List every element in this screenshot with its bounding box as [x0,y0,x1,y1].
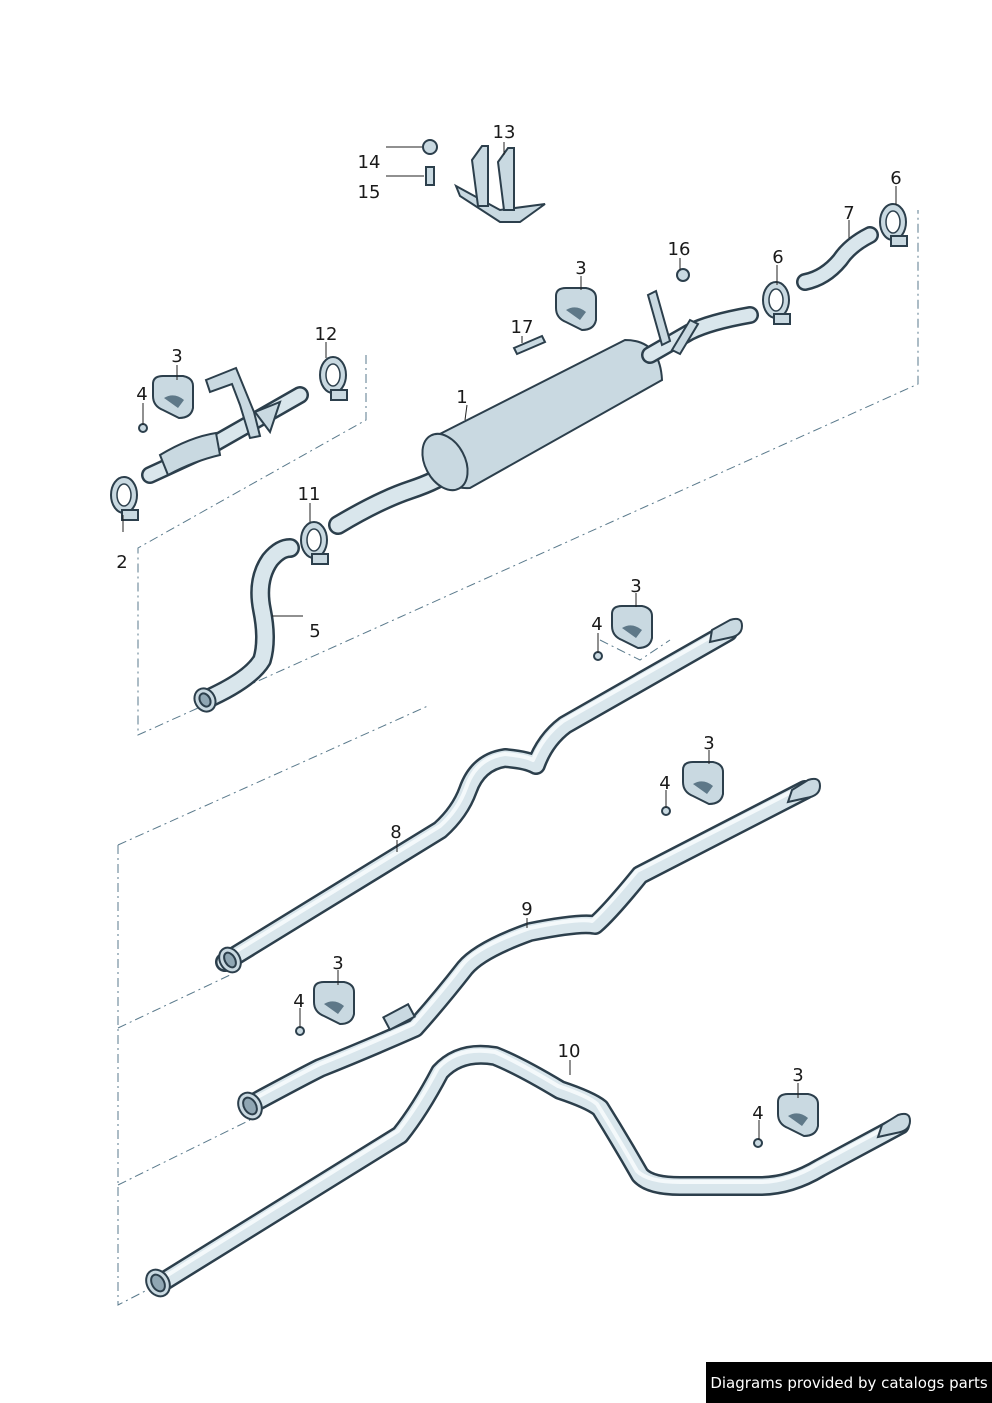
front-pipe-2 [141,366,309,484]
callout-4: 4 [659,773,670,794]
pipe-10 [145,1044,912,1298]
callout-3: 3 [703,733,714,754]
callout-16: 16 [668,239,691,260]
callout-12: 12 [315,324,338,345]
clamp-11 [300,521,329,565]
leader-lines [122,142,897,1140]
callout-4: 4 [136,384,147,405]
pipe-9 [237,777,822,1121]
hanger-3b [555,287,597,332]
callout-3: 3 [630,576,641,597]
pipe-5 [193,538,300,713]
clamps [110,203,908,565]
hanger-3e [295,981,355,1036]
muffler-1 [328,289,759,535]
clamp-6a [762,281,791,325]
callout-10: 10 [558,1041,581,1062]
callout-17: 17 [511,317,534,338]
callout-8: 8 [390,822,401,843]
callout-6: 6 [890,168,901,189]
callout-labels: 1 2 3 3 3 3 3 3 4 4 4 4 4 5 6 6 7 8 9 10… [116,122,901,1124]
callout-3: 3 [332,953,343,974]
callout-4: 4 [293,991,304,1012]
callout-1: 1 [456,387,467,408]
callout-4: 4 [752,1103,763,1124]
clamp-6b [879,203,908,247]
credit-banner: Diagrams provided by catalogs parts [706,1362,992,1403]
hanger-3c [593,605,653,661]
callout-11: 11 [298,484,321,505]
clamp-2 [110,476,139,521]
mounting-hardware [422,139,690,356]
callout-6: 6 [772,247,783,268]
callout-3: 3 [792,1065,803,1086]
callout-14: 14 [358,152,381,173]
callout-2: 2 [116,552,127,573]
callout-7: 7 [843,203,854,224]
hanger-3d [661,761,724,816]
callout-3: 3 [171,346,182,367]
callout-15: 15 [358,182,381,203]
pipe-8 [215,617,744,974]
callout-5: 5 [309,621,320,642]
callout-13: 13 [493,122,516,143]
callout-4: 4 [591,614,602,635]
pipe-7 [796,226,879,291]
callout-3: 3 [575,258,586,279]
callout-9: 9 [521,899,532,920]
hangers [138,287,819,1148]
hanger-3f [753,1093,819,1148]
clamp-12 [319,356,348,401]
hanger-3a [138,375,194,433]
